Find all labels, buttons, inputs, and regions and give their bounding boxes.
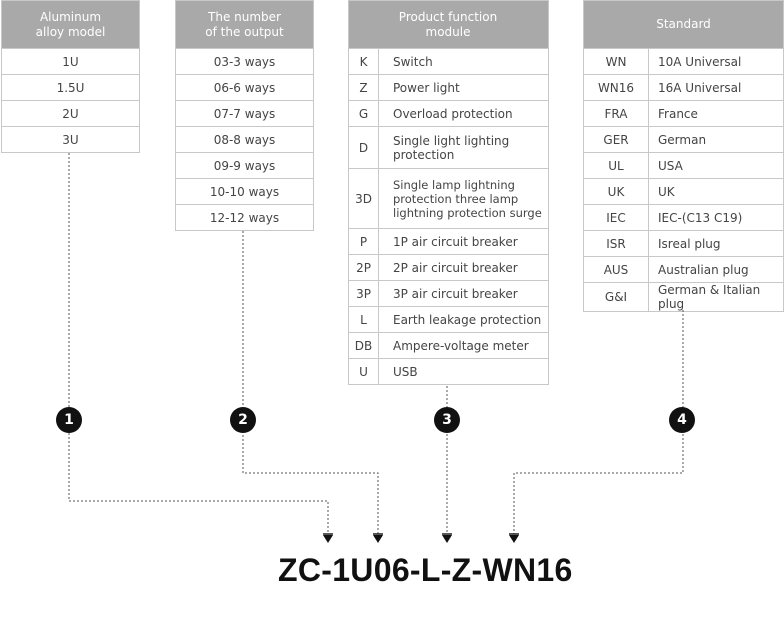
step-badge-3: 3 xyxy=(434,407,460,433)
standard-desc: 10A Universal xyxy=(648,48,784,75)
arrow-head-icon xyxy=(323,535,333,543)
function-desc: 3P air circuit breaker xyxy=(378,280,549,307)
standard-desc: UK xyxy=(648,178,784,205)
function-code: Z xyxy=(348,74,379,101)
model-option: 1U xyxy=(1,48,140,75)
function-code: DB xyxy=(348,332,379,359)
function-desc: Ampere-voltage meter xyxy=(378,332,549,359)
connector-line-1 xyxy=(68,153,329,534)
standard-desc: Australian plug xyxy=(648,256,784,283)
output-option: 08-8 ways xyxy=(175,126,314,153)
connector-line-4 xyxy=(513,310,684,534)
standard-code: ISR xyxy=(583,230,649,257)
output-option: 09-9 ways xyxy=(175,152,314,179)
function-desc: 2P air circuit breaker xyxy=(378,254,549,281)
output-option: 10-10 ways xyxy=(175,178,314,205)
function-code: 3D xyxy=(348,168,379,229)
arrow-head-icon xyxy=(373,535,383,543)
output-option: 03-3 ways xyxy=(175,48,314,75)
function-module-header: Product function module xyxy=(348,0,549,49)
standard-code: WN16 xyxy=(583,74,649,101)
step-badge-1: 1 xyxy=(56,407,82,433)
standard-header: Standard xyxy=(583,0,784,49)
aluminum-alloy-model-header: Aluminum alloy model xyxy=(1,0,140,49)
standard-code: UK xyxy=(583,178,649,205)
standard-code: AUS xyxy=(583,256,649,283)
function-desc: Power light xyxy=(378,74,549,101)
step-badge-4: 4 xyxy=(669,407,695,433)
step-badge-2: 2 xyxy=(230,407,256,433)
model-option: 3U xyxy=(1,126,140,153)
standard-desc: France xyxy=(648,100,784,127)
aluminum-alloy-model-table: Aluminum alloy model 1U 1.5U 2U 3U xyxy=(1,0,140,153)
output-option: 12-12 ways xyxy=(175,204,314,231)
standard-desc: USA xyxy=(648,152,784,179)
function-desc: USB xyxy=(378,358,549,385)
standard-desc: Isreal plug xyxy=(648,230,784,257)
standard-desc: IEC-(C13 C19) xyxy=(648,204,784,231)
function-code: D xyxy=(348,126,379,169)
output-count-table: The number of the output 03-3 ways 06-6 … xyxy=(175,0,314,231)
arrow-head-icon xyxy=(442,535,452,543)
connector-line-2 xyxy=(242,231,379,534)
output-option: 07-7 ways xyxy=(175,100,314,127)
function-code: 3P xyxy=(348,280,379,307)
arrow-head-icon xyxy=(509,535,519,543)
function-code: K xyxy=(348,48,379,75)
standard-code: IEC xyxy=(583,204,649,231)
standard-desc: 16A Universal xyxy=(648,74,784,101)
standard-code: GER xyxy=(583,126,649,153)
function-desc: Single light lighting protection xyxy=(378,126,549,169)
product-code-example: ZC-1U06-L-Z-WN16 xyxy=(278,552,573,588)
function-desc: 1P air circuit breaker xyxy=(378,228,549,255)
standard-desc: German & Italian plug xyxy=(648,282,784,312)
function-desc: Earth leakage protection xyxy=(378,306,549,333)
standard-desc: German xyxy=(648,126,784,153)
function-desc: Single lamp lightning protection three l… xyxy=(378,168,549,229)
standard-code: G&I xyxy=(583,282,649,312)
model-option: 1.5U xyxy=(1,74,140,101)
standard-code: UL xyxy=(583,152,649,179)
function-desc: Overload protection xyxy=(378,100,549,127)
